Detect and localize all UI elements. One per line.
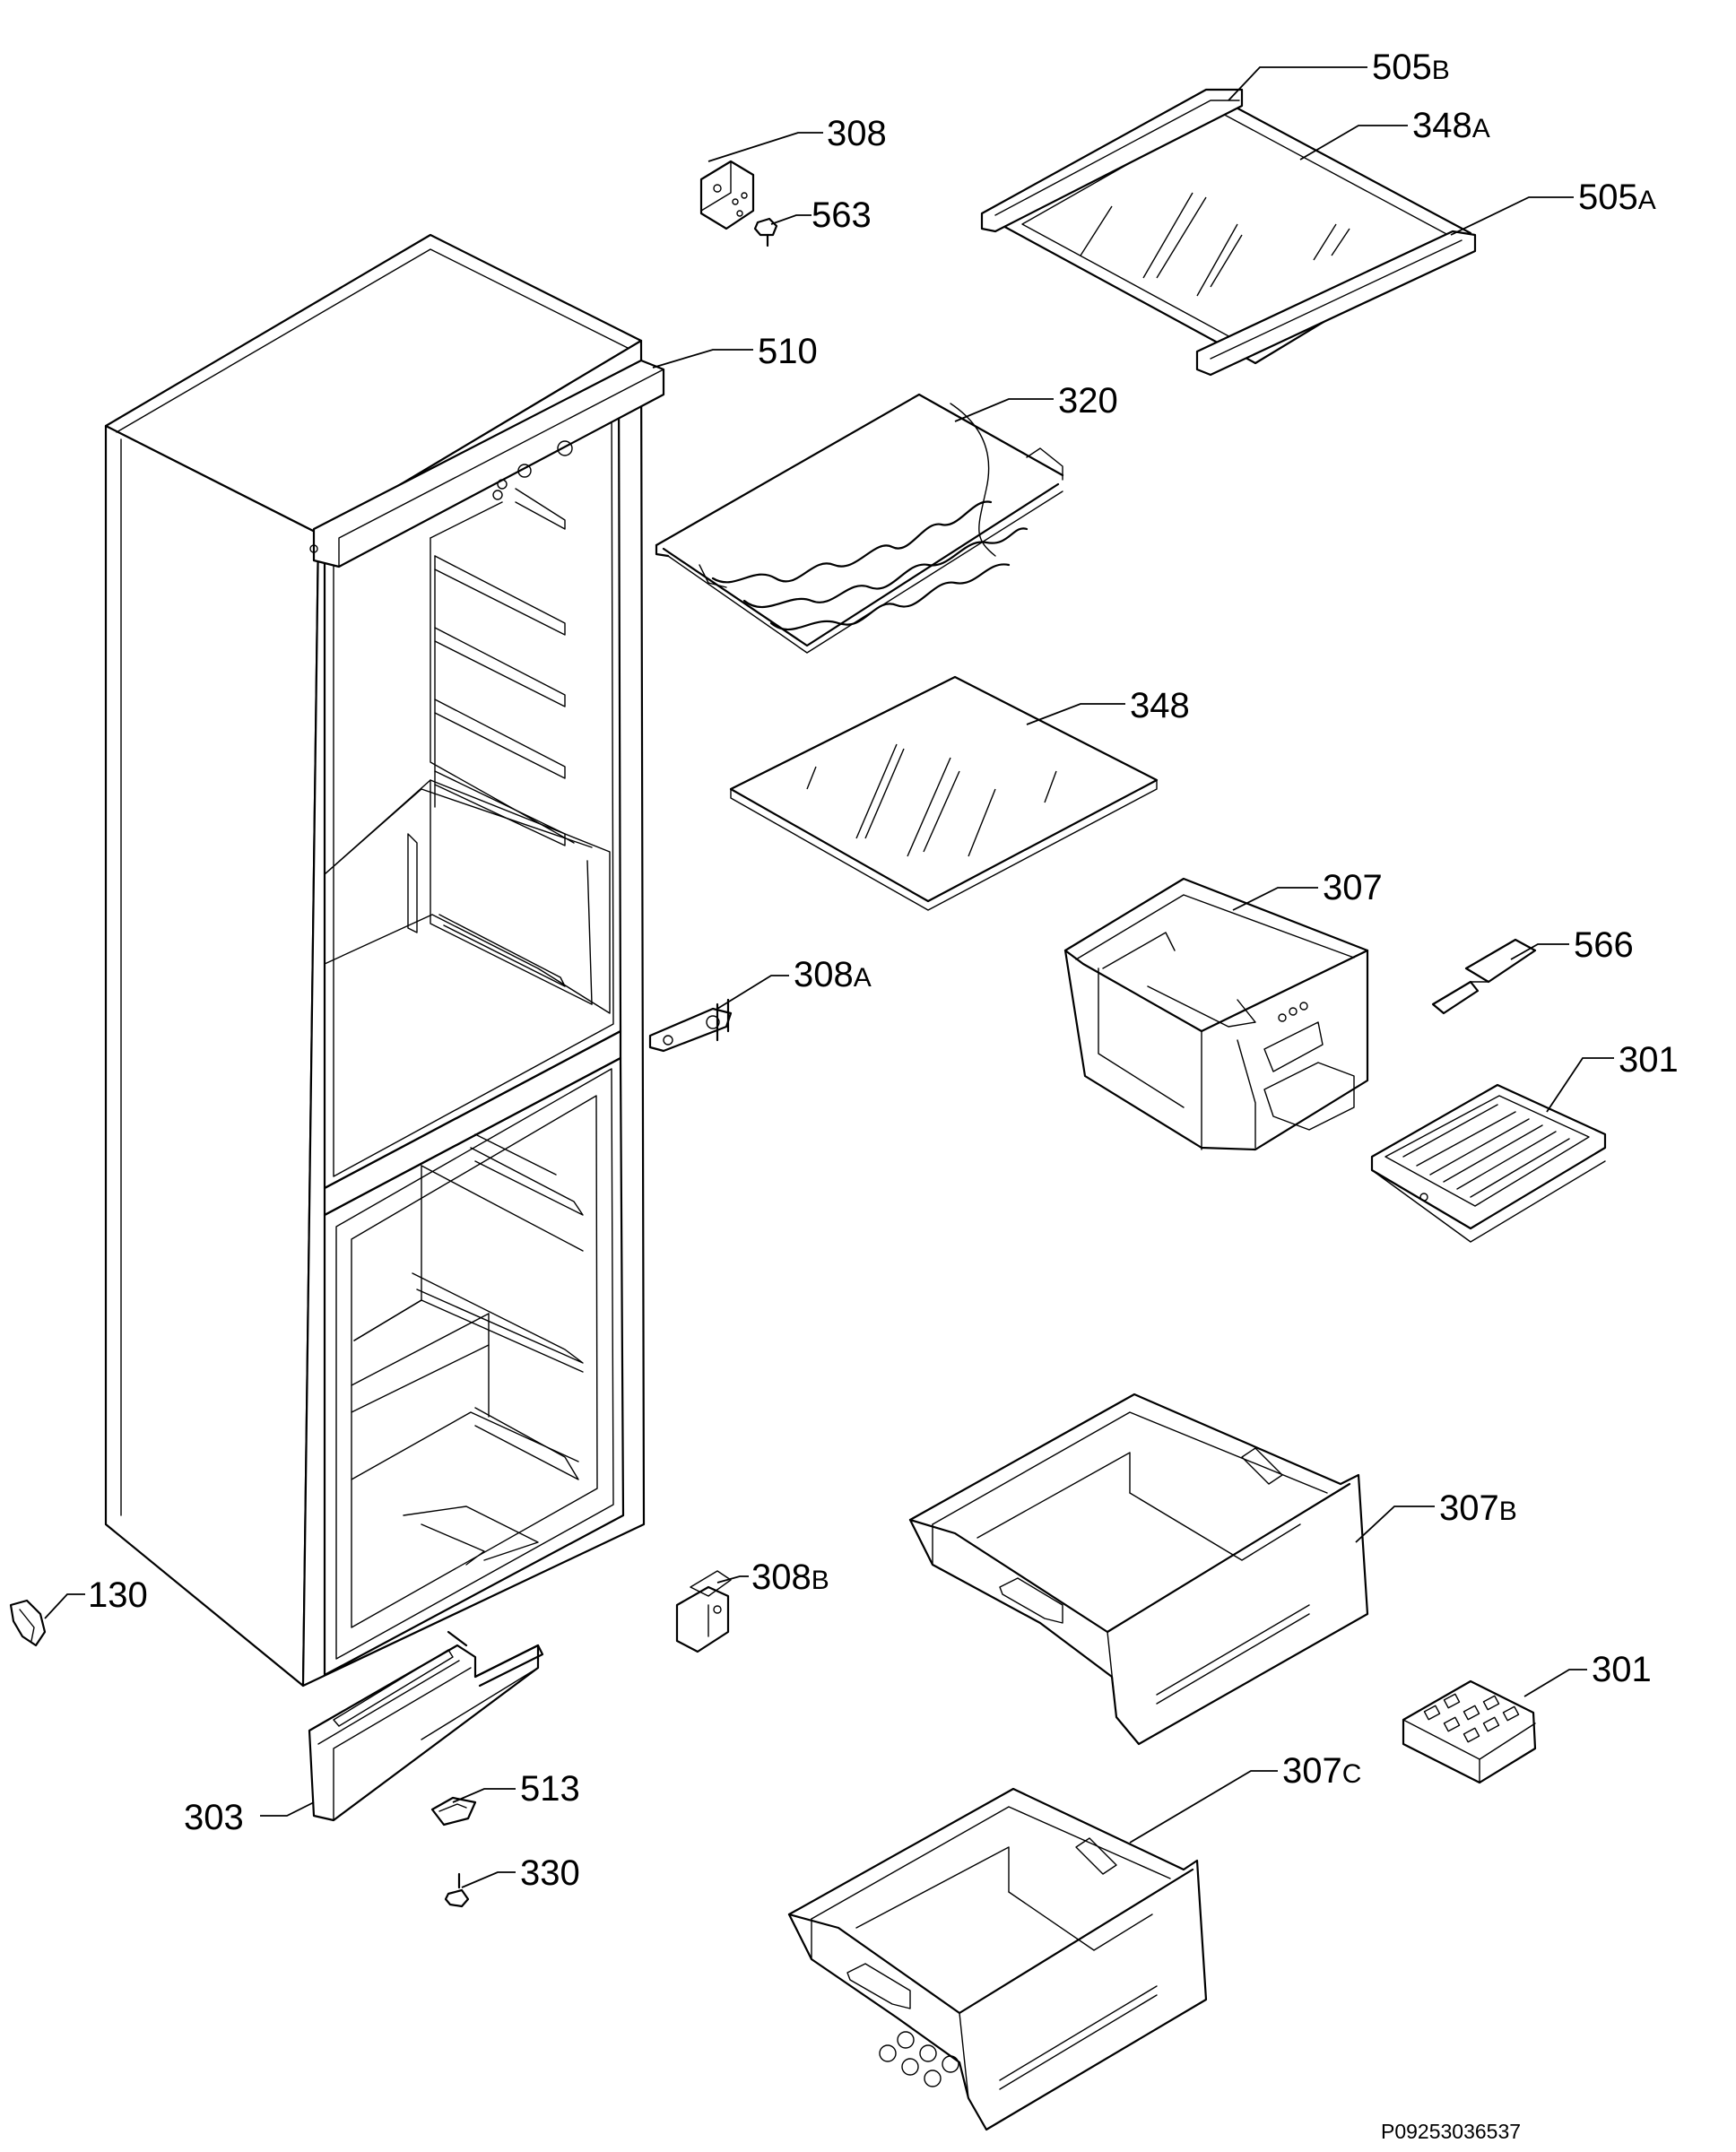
callout-513: 513 bbox=[520, 1769, 580, 1809]
callout-labels: 308 563 505B 348A 505A 510 320 348 307 5… bbox=[88, 48, 1679, 1893]
reference-code: P09253036537 bbox=[1381, 2120, 1521, 2143]
drawer-307c bbox=[787, 1787, 1208, 2131]
glass-shelf-348a bbox=[980, 88, 1477, 377]
callout-307: 307 bbox=[1323, 868, 1383, 907]
callout-563: 563 bbox=[812, 195, 872, 235]
callout-308b: 308B bbox=[751, 1558, 829, 1597]
hinge-308b bbox=[675, 1570, 732, 1653]
wine-rack-320 bbox=[655, 393, 1064, 654]
screw-330 bbox=[444, 1872, 470, 1908]
clip-513 bbox=[430, 1796, 477, 1827]
callout-308: 308 bbox=[827, 114, 887, 153]
ice-tray-301-b bbox=[1402, 1679, 1537, 1784]
callout-330: 330 bbox=[520, 1853, 580, 1893]
callout-505a: 505A bbox=[1578, 178, 1656, 217]
callout-303: 303 bbox=[184, 1798, 244, 1837]
callout-301-bottom: 301 bbox=[1592, 1650, 1652, 1689]
callout-320: 320 bbox=[1058, 381, 1118, 421]
scraper-566 bbox=[1431, 938, 1537, 1015]
ice-tray-301-a bbox=[1370, 1083, 1607, 1243]
drawer-307b bbox=[908, 1393, 1369, 1746]
leader-lines bbox=[44, 66, 1614, 1888]
callout-348a: 348A bbox=[1412, 106, 1490, 145]
callout-566: 566 bbox=[1574, 925, 1634, 965]
callout-301-top: 301 bbox=[1619, 1040, 1679, 1080]
callout-307c: 307C bbox=[1282, 1751, 1361, 1791]
cabinet bbox=[104, 233, 646, 1688]
hinge-308a bbox=[648, 998, 733, 1053]
hinge-308 bbox=[699, 160, 755, 230]
callout-510: 510 bbox=[758, 332, 818, 371]
screw-563 bbox=[753, 217, 778, 247]
callout-130: 130 bbox=[88, 1575, 148, 1615]
shelf-rails bbox=[434, 488, 566, 846]
callout-308a: 308A bbox=[794, 955, 872, 994]
callout-505b: 505B bbox=[1372, 48, 1450, 87]
callout-307b: 307B bbox=[1439, 1488, 1517, 1528]
bin-307 bbox=[1063, 877, 1369, 1151]
clip-130 bbox=[9, 1599, 47, 1647]
callout-348: 348 bbox=[1130, 686, 1190, 725]
base-grille-303 bbox=[308, 1630, 544, 1822]
control-panel bbox=[309, 359, 665, 568]
glass-shelf-348 bbox=[729, 675, 1159, 911]
